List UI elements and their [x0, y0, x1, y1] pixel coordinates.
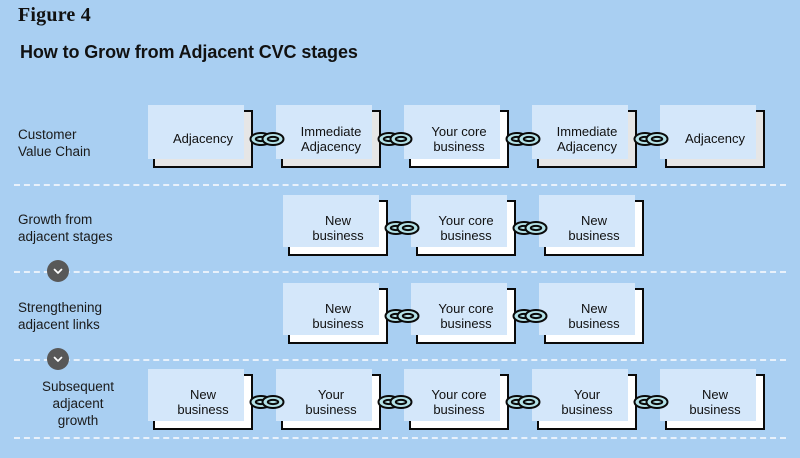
chain-link-icon — [633, 132, 669, 146]
divider-4 — [14, 437, 786, 439]
chain-link — [384, 303, 420, 329]
chain-node[interactable]: New business — [660, 369, 765, 430]
row-subsequent-adjacent-growth: Subsequent adjacent growth New business Y… — [0, 369, 800, 436]
chain-customer-value-chain: Adjacency Immediate Adjacency Your core bu… — [148, 105, 765, 168]
chain-link-icon — [505, 132, 541, 146]
row-label-customer-value-chain: Customer Value Chain — [18, 127, 91, 159]
chain-link — [249, 126, 285, 152]
chain-node[interactable]: New business — [148, 369, 253, 430]
chain-node[interactable]: Your core business — [404, 105, 509, 168]
chain-node[interactable]: New business — [283, 195, 388, 256]
chain-link-icon — [512, 309, 548, 323]
chevron-down-icon — [53, 268, 63, 274]
chain-node[interactable]: Your business — [532, 369, 637, 430]
divider-3 — [14, 359, 786, 361]
row-label-strengthening-adjacent-links: Strengthening adjacent links — [18, 300, 103, 332]
chain-link — [633, 389, 669, 415]
chain-node[interactable]: Your business — [276, 369, 381, 430]
chain-node[interactable]: Adjacency — [148, 105, 253, 168]
chain-subsequent-adjacent-growth: New business Your business Your core busin… — [148, 369, 765, 430]
chain-node[interactable]: New business — [283, 283, 388, 344]
chain-link-icon — [505, 395, 541, 409]
chevron-down-badge-1[interactable] — [47, 260, 69, 282]
chevron-down-icon — [53, 356, 63, 362]
chain-link — [512, 215, 548, 241]
row-label-subsequent-adjacent-growth: Subsequent adjacent growth — [41, 379, 115, 428]
chain-link — [512, 303, 548, 329]
chain-link-icon — [377, 132, 413, 146]
chevron-down-badge-2[interactable] — [47, 348, 69, 370]
chain-node[interactable]: Immediate Adjacency — [276, 105, 381, 168]
chain-node[interactable]: New business — [539, 195, 644, 256]
chain-link — [249, 389, 285, 415]
chain-link-icon — [377, 395, 413, 409]
row-customer-value-chain: Customer Value Chain Adjacency Immediate … — [0, 105, 800, 180]
row-strengthening-adjacent-links: Strengthening adjacent links New busines… — [0, 283, 800, 350]
chain-node[interactable]: Adjacency — [660, 105, 765, 168]
chain-growth-from-adjacent-stages: New business Your core business New busine… — [283, 195, 644, 256]
figure-label: Figure 4 — [18, 4, 91, 26]
figure-title: How to Grow from Adjacent CVC stages — [20, 42, 358, 62]
divider-2 — [14, 271, 786, 273]
chain-node[interactable]: Your core business — [411, 283, 516, 344]
chain-strengthening-adjacent-links: New business Your core business New busine… — [283, 283, 644, 344]
chain-link — [505, 126, 541, 152]
chain-link-icon — [633, 395, 669, 409]
chain-node[interactable]: New business — [539, 283, 644, 344]
chain-node[interactable]: Your core business — [411, 195, 516, 256]
chain-node[interactable]: Immediate Adjacency — [532, 105, 637, 168]
chain-link — [384, 215, 420, 241]
chain-link-icon — [249, 395, 285, 409]
chain-link-icon — [384, 221, 420, 235]
divider-1 — [14, 184, 786, 186]
chain-link — [505, 389, 541, 415]
chain-link — [377, 389, 413, 415]
chain-link — [377, 126, 413, 152]
chain-link-icon — [249, 132, 285, 146]
chain-node[interactable]: Your core business — [404, 369, 509, 430]
chain-link-icon — [512, 221, 548, 235]
chain-link — [633, 126, 669, 152]
chain-link-icon — [384, 309, 420, 323]
row-growth-from-adjacent-stages: Growth from adjacent stages New business… — [0, 195, 800, 262]
row-label-growth-from-adjacent-stages: Growth from adjacent stages — [18, 212, 113, 244]
